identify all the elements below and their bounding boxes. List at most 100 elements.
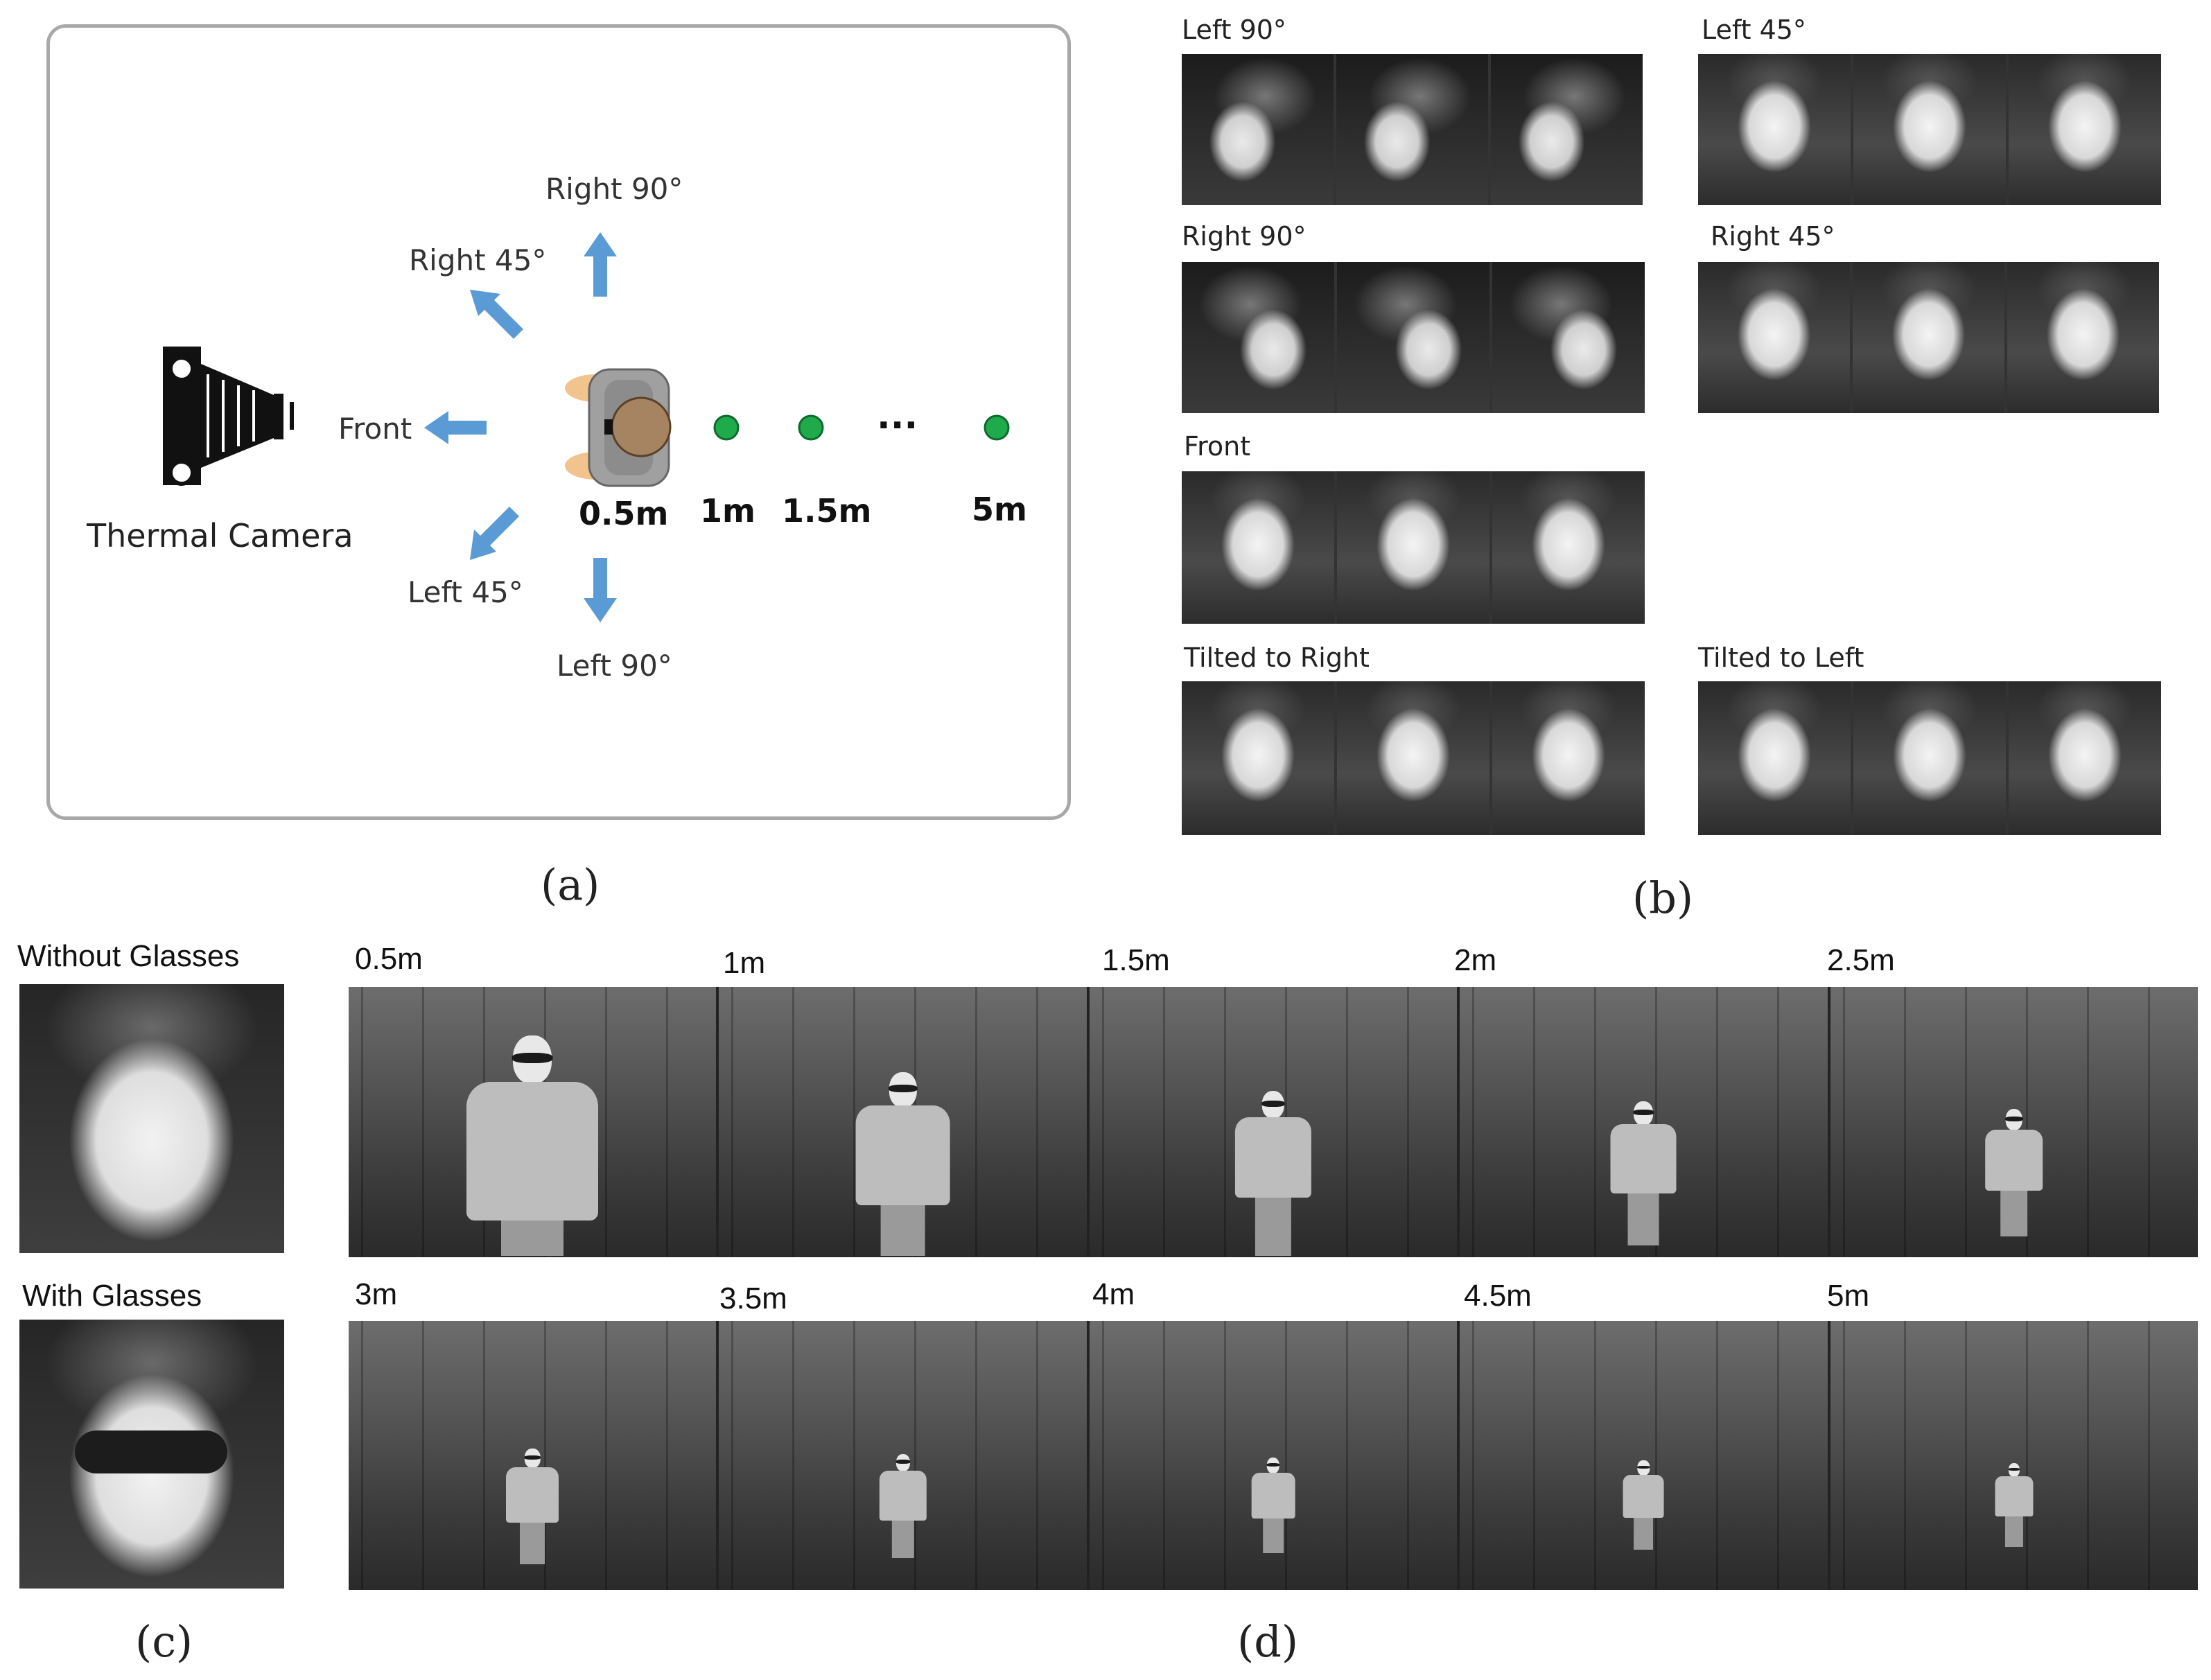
thermal-body-image (1089, 1321, 1458, 1590)
label-front-group: Front (1184, 431, 1251, 462)
distance-strip-row-2 (349, 1321, 2199, 1590)
thermal-face-image (1698, 681, 1851, 835)
person-legs (891, 1520, 914, 1558)
label-without-glasses: Without Glasses (17, 939, 240, 973)
thermal-face-image (1182, 681, 1334, 835)
caption-c: (c) (135, 1616, 193, 1667)
thermal-face-image (1182, 471, 1334, 624)
thermal-body-image (1460, 1321, 1828, 1590)
thermal-face-image (1492, 471, 1645, 624)
distance-dot-5m (984, 414, 1010, 441)
label-distance-5m-row: 5m (1827, 1279, 1870, 1313)
thermal-body-image (349, 1321, 717, 1590)
thermal-body-image (719, 987, 1087, 1257)
person-torso (1251, 1473, 1295, 1519)
thermal-face-image (1492, 262, 1645, 413)
pose-strip-right-90 (1182, 262, 1645, 413)
thermal-face-image (1853, 54, 2006, 205)
person-legs (501, 1220, 564, 1256)
pose-strip-left-45 (1698, 54, 2161, 205)
thermal-face-image (1853, 681, 2006, 835)
direction-arrows (424, 232, 617, 622)
person-torso (1985, 1129, 2043, 1191)
thermal-face-image (1182, 262, 1334, 413)
label-distance-1m: 1m (700, 492, 755, 530)
label-left-45: Left 45° (408, 575, 523, 609)
person-glasses (2008, 1468, 2020, 1471)
person-glasses (524, 1455, 541, 1460)
thermal-face-image (1491, 54, 1643, 205)
arrow-left-45 (470, 507, 519, 560)
arrow-right-45 (470, 290, 523, 339)
thermal-body-image (1460, 987, 1828, 1257)
thermal-camera-icon (163, 347, 294, 486)
thermal-face-image (2009, 54, 2161, 205)
label-distance-2m-row: 2m (1454, 943, 1497, 977)
pose-strip-front (1182, 471, 1645, 624)
label-distance-1-5m-row: 1.5m (1102, 943, 1170, 977)
thermal-face-image (1337, 681, 1489, 835)
arrow-front (424, 411, 487, 444)
thermal-face-image (1337, 471, 1489, 624)
label-left-90: Left 90° (557, 649, 672, 683)
person-glasses (888, 1084, 918, 1092)
thermal-body-image (719, 1321, 1087, 1590)
distance-dot-1m (713, 414, 740, 441)
thermal-body-image (1830, 987, 2199, 1257)
label-distance-1-5m: 1.5m (782, 492, 872, 530)
person-torso (879, 1470, 927, 1521)
thermal-body-image (1830, 1321, 2199, 1590)
label-distance-2-5m-row: 2.5m (1827, 943, 1895, 977)
person-torso (855, 1105, 951, 1206)
person-torso (506, 1467, 559, 1523)
label-distance-3m-row: 3m (355, 1277, 398, 1311)
thermal-face-image (2007, 262, 2159, 413)
label-distance-0-5m-row: 0.5m (355, 942, 423, 976)
person-torso (1623, 1474, 1664, 1518)
caption-d: (d) (1237, 1616, 1299, 1667)
person-torso (1995, 1476, 2034, 1517)
label-left-90-group: Left 90° (1182, 15, 1286, 45)
label-distance-0-5m: 0.5m (579, 495, 669, 532)
label-with-glasses: With Glasses (22, 1279, 202, 1313)
pose-strip-tilted-left (1698, 681, 2161, 835)
person-legs (1634, 1517, 1654, 1550)
label-distance-4-5m-row: 4.5m (1464, 1279, 1532, 1313)
label-right-45: Right 45° (409, 243, 547, 277)
label-right-90: Right 90° (545, 172, 683, 206)
person-glasses (1261, 1101, 1286, 1107)
person-glasses (1637, 1465, 1650, 1469)
caption-b: (b) (1632, 873, 1694, 923)
setup-diagram-graphics (163, 232, 1010, 622)
thermal-face-image (1853, 262, 2004, 413)
sunglasses-shape (75, 1430, 227, 1473)
distance-strip-row-1 (349, 987, 2199, 1257)
label-tilted-right-group: Tilted to Right (1184, 642, 1370, 673)
pose-strip-left-90 (1182, 54, 1643, 205)
person-glasses (2004, 1117, 2023, 1121)
label-distance-1m-row: 1m (723, 946, 766, 980)
thermal-body-image (1089, 987, 1458, 1257)
thermal-face-image (1336, 54, 1488, 205)
arrow-left-90 (584, 558, 617, 622)
person-legs (520, 1522, 545, 1564)
thermal-face-without-glasses (19, 984, 284, 1253)
thermal-face-with-glasses (19, 1320, 284, 1589)
label-front: Front (338, 412, 412, 446)
person-legs (2000, 1190, 2028, 1236)
pose-strip-right-45 (1698, 262, 2159, 413)
label-distance-5m: 5m (972, 491, 1027, 528)
person-legs (2004, 1516, 2023, 1547)
thermal-face-image (1698, 54, 1851, 205)
ellipsis-mark: ··· (877, 405, 918, 446)
person-glasses (895, 1460, 911, 1464)
person-legs (1255, 1198, 1292, 1256)
thermal-face-image (2009, 681, 2161, 835)
distance-markers (713, 414, 1010, 441)
label-left-45-group: Left 45° (1702, 15, 1806, 45)
label-distance-4m-row: 4m (1092, 1277, 1135, 1311)
label-tilted-left-group: Tilted to Left (1698, 642, 1864, 673)
caption-a: (a) (541, 859, 600, 910)
label-thermal-camera: Thermal Camera (87, 517, 353, 554)
thermal-face-image (1698, 262, 1850, 413)
